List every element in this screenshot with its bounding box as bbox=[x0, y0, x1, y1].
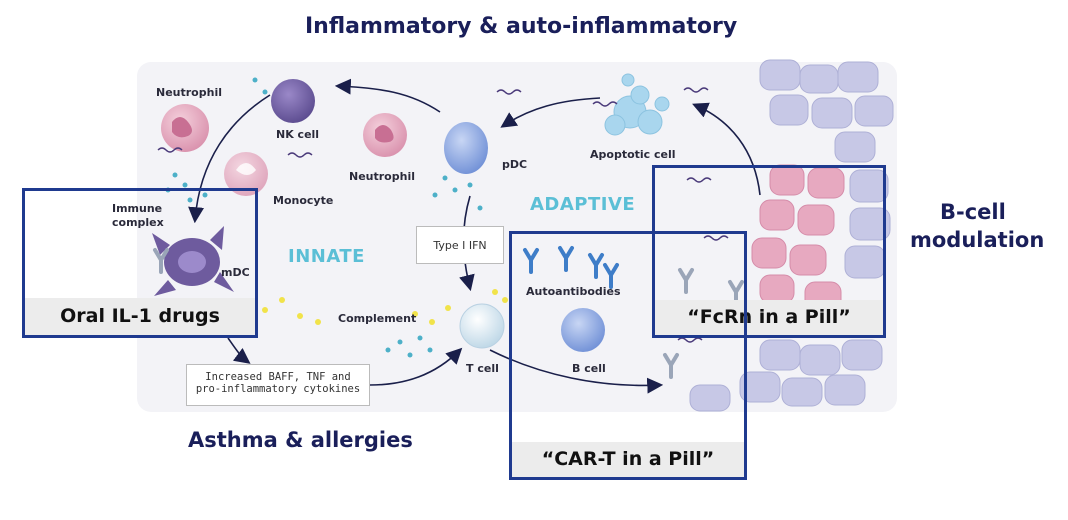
nk-cell-shape bbox=[271, 79, 315, 123]
antibody-icons bbox=[523, 246, 619, 289]
label-autoantibodies: Autoantibodies bbox=[526, 285, 621, 298]
callout-car-t-label: “CAR-T in a Pill” bbox=[512, 442, 744, 477]
label-complement: Complement bbox=[338, 312, 417, 325]
note-cytokines-line1: Increased BAFF, TNF and bbox=[205, 371, 351, 383]
label-neutrophil-mid: Neutrophil bbox=[349, 170, 415, 183]
label-monocyte: Monocyte bbox=[273, 194, 334, 207]
mdc-shape bbox=[152, 226, 234, 296]
note-type1-ifn: Type I IFN bbox=[416, 226, 504, 264]
note-cytokines: Increased BAFF, TNF and pro-inflammatory… bbox=[186, 364, 370, 406]
monocyte-shape bbox=[224, 152, 268, 196]
neutrophil-mid-shape bbox=[363, 113, 407, 157]
zone-innate: INNATE bbox=[288, 246, 365, 267]
title-asthma: Asthma & allergies bbox=[188, 428, 413, 452]
tissue-cells bbox=[689, 59, 894, 412]
label-immune-complex-1: Immune bbox=[112, 202, 163, 215]
label-apoptotic-cell: Apoptotic cell bbox=[590, 148, 676, 161]
tissue-pink-cells bbox=[751, 164, 845, 311]
title-bcell-line2: modulation bbox=[910, 228, 1045, 252]
label-mdc: mDC bbox=[221, 266, 250, 279]
apoptotic-cell-shape bbox=[604, 73, 670, 136]
label-immune-complex-2: complex bbox=[112, 216, 164, 229]
label-neutrophil-left: Neutrophil bbox=[156, 86, 222, 99]
dna-fragments bbox=[157, 87, 729, 343]
label-nk-cell: NK cell bbox=[276, 128, 320, 141]
neutrophil-left-shape bbox=[161, 104, 209, 152]
callout-fcrn-label: “FcRn in a Pill” bbox=[655, 300, 883, 335]
callout-car-t-frame bbox=[509, 231, 747, 480]
complement-dots-yellow bbox=[262, 289, 508, 325]
label-t-cell: T cell bbox=[466, 362, 499, 375]
pdc-shape bbox=[444, 122, 488, 174]
callout-fcrn-frame bbox=[652, 165, 886, 338]
t-cell-shape bbox=[459, 303, 505, 349]
antibody-icons-grey bbox=[153, 248, 744, 379]
label-b-cell: B cell bbox=[572, 362, 606, 375]
note-cytokines-line2: pro-inflammatory cytokines bbox=[195, 383, 361, 395]
label-pdc: pDC bbox=[502, 158, 528, 171]
b-cell-shape bbox=[561, 308, 605, 352]
zone-adaptive: ADAPTIVE bbox=[530, 194, 636, 215]
callout-oral-il1-frame bbox=[22, 188, 258, 338]
callout-oral-il1-label: Oral IL-1 drugs bbox=[25, 298, 255, 335]
title-bcell-line1: B-cell bbox=[940, 200, 1006, 224]
title-inflammatory: Inflammatory & auto-inflammatory bbox=[305, 14, 738, 39]
